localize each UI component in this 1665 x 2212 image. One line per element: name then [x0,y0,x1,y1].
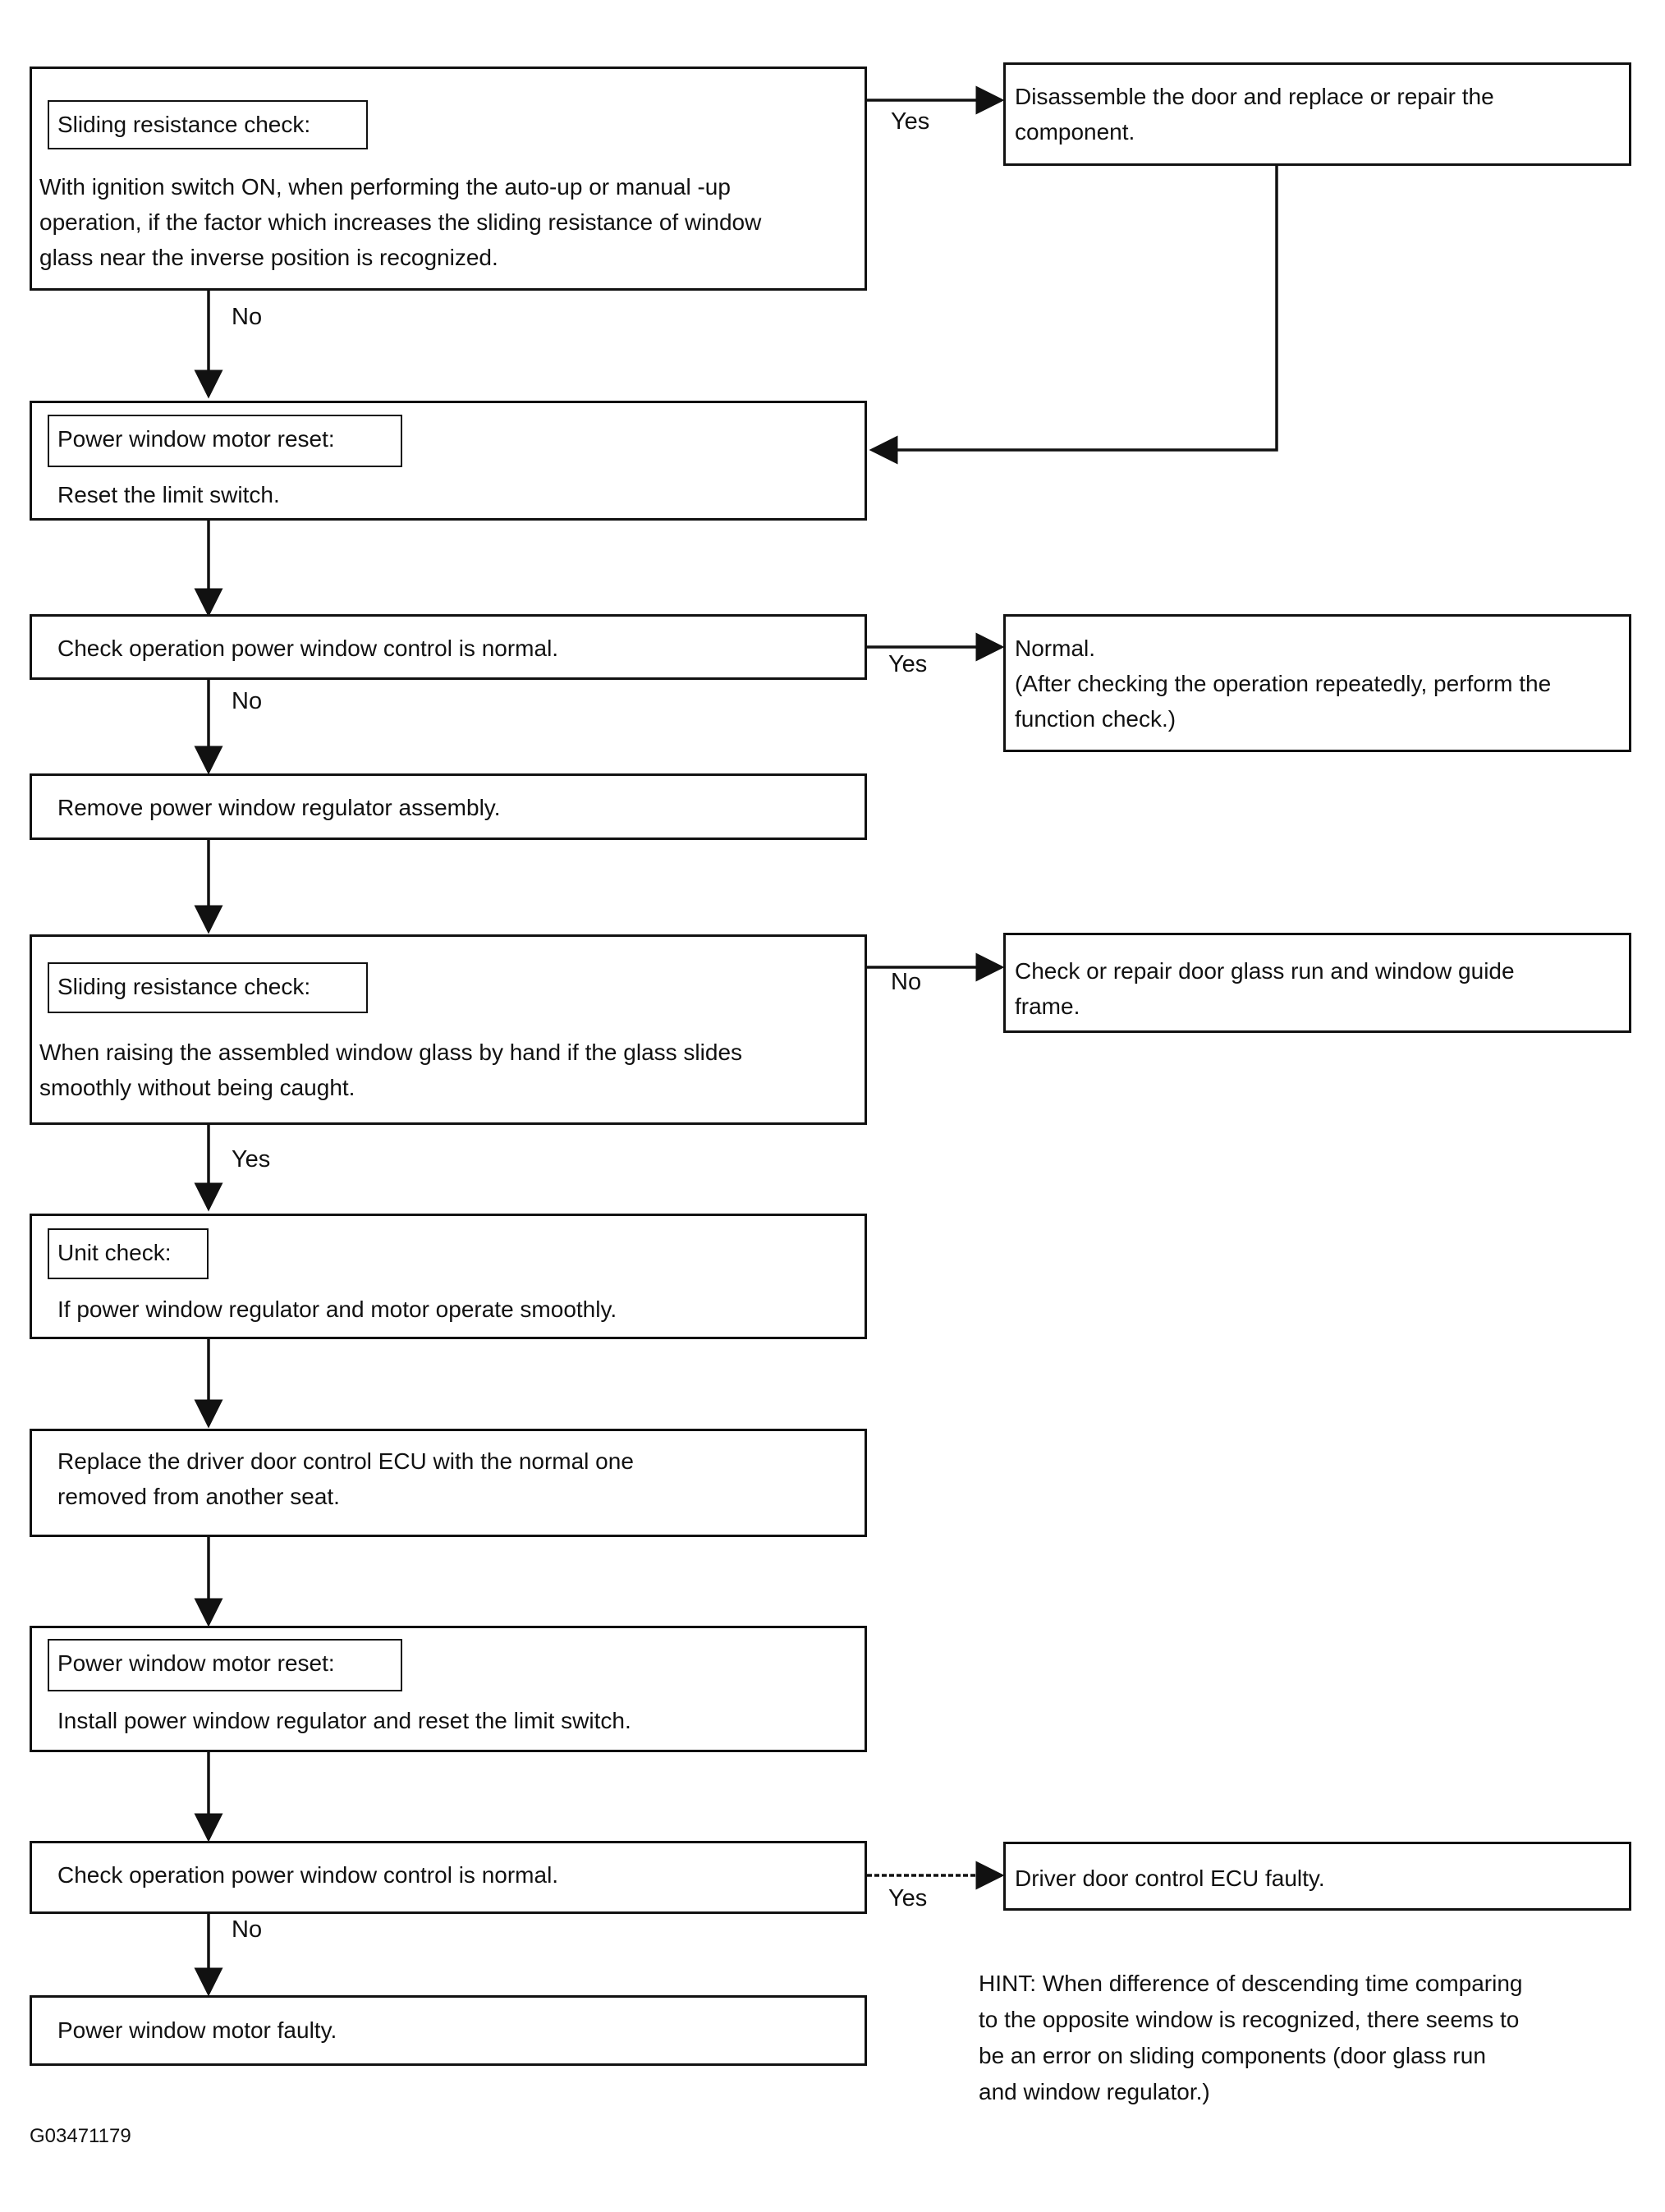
result-text: Check or repair door glass run and windo… [1015,958,1515,1019]
step-header: Power window motor reset: [48,1639,402,1691]
result-text: Normal. (After checking the operation re… [1015,636,1552,732]
step-text: Install power window regulator and reset… [57,1708,631,1733]
arrow-r1-s2 [869,166,1278,465]
step-check-operation-2 [30,1841,867,1914]
figure-code: G03471179 [30,2125,131,2147]
label-yes: Yes [888,651,928,677]
step-text: Check operation power window control is … [57,636,559,661]
step-text: When raising the assembled window glass … [39,1039,743,1100]
step-header: Power window motor reset: [48,415,402,467]
step-header: Unit check: [48,1228,209,1279]
label-no: No [232,304,263,330]
result-normal [1003,614,1631,752]
step-text: Remove power window regulator assembly. [57,795,501,820]
label-no: No [232,688,263,714]
label-yes: Yes [891,108,930,135]
step-motor-reset-2 [30,1626,867,1752]
step-sliding-resistance-check-1 [30,67,867,291]
step-text: Replace the driver door control ECU with… [57,1448,634,1509]
step-remove-regulator [30,773,867,840]
step-motor-faulty [30,1995,867,2066]
hint-note: HINT: When difference of descending time… [979,1971,1523,2104]
step-text: Check operation power window control is … [57,1862,559,1888]
step-motor-reset-1 [30,401,867,521]
step-header: Sliding resistance check: [48,962,368,1013]
label-no: No [232,1916,263,1943]
step-replace-ecu [30,1429,867,1537]
step-text: If power window regulator and motor oper… [57,1296,617,1322]
step-text: Power window motor faulty. [57,2017,337,2043]
step-sliding-resistance-check-2 [30,934,867,1125]
result-disassemble-door [1003,62,1631,166]
result-check-door-glass-run [1003,933,1631,1033]
label-no: No [891,969,922,995]
label-yes: Yes [232,1146,271,1173]
step-unit-check [30,1214,867,1339]
label-yes: Yes [888,1885,928,1911]
step-header: Sliding resistance check: [48,100,368,149]
step-check-operation-1 [30,614,867,680]
step-text: With ignition switch ON, when performing… [39,174,762,270]
result-text: Disassemble the door and replace or repa… [1015,84,1494,145]
result-ecu-faulty [1003,1842,1631,1911]
result-text: Driver door control ECU faulty. [1015,1866,1325,1891]
step-text: Reset the limit switch. [57,482,280,507]
